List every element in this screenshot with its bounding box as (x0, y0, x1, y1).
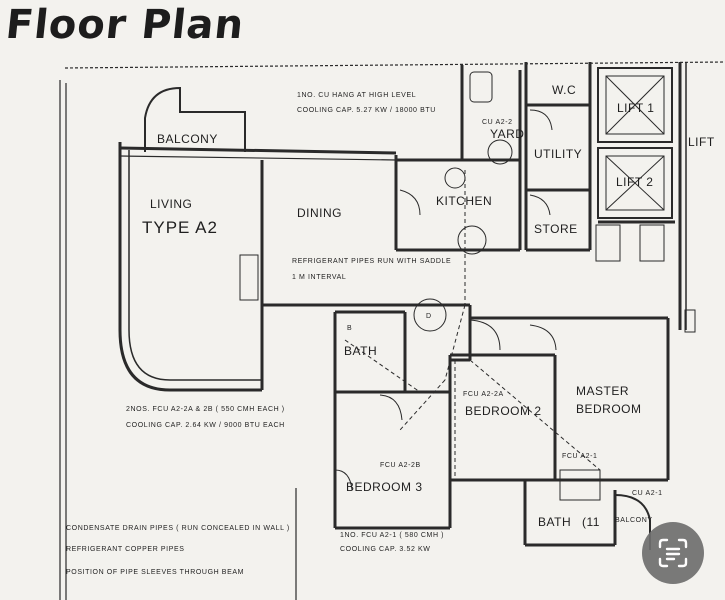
room-label-kitchen: KITCHEN (436, 194, 492, 208)
note-fcu-a2-1: FCU A2-1 (562, 453, 598, 460)
room-label-balcony: BALCONY (157, 132, 218, 146)
note-fcu-bot-line-1: 1NO. FCU A2-1 ( 580 CMH ) (340, 532, 444, 539)
note-fcu-a2-2b: FCU A2-2B (380, 462, 421, 469)
note-pipes-line-2: 1 M INTERVAL (292, 274, 346, 281)
room-label-lift-lobby: LIFT (688, 135, 715, 149)
room-label-bath-1: BATH (344, 344, 377, 358)
legend-item-refrigerant: REFRIGERANT COPPER PIPES (66, 546, 185, 553)
note-fcu-bot-line-2: COOLING CAP. 3.52 KW (340, 546, 430, 553)
room-label-lift-2: LIFT 2 (616, 175, 653, 189)
sheet-frame (59, 61, 725, 600)
note-door-mark: D (426, 313, 432, 320)
note-bath-mark: B (347, 325, 352, 332)
lift-crosses (605, 75, 665, 211)
room-label-store: STORE (534, 222, 578, 236)
room-label-utility: UTILITY (534, 147, 582, 161)
room-label-master-bedroom: BEDROOM (576, 402, 642, 416)
room-label-living: LIVING (150, 197, 192, 211)
room-label-master: MASTER (576, 384, 629, 398)
note-cu-a2-1: CU A2-1 (632, 490, 663, 497)
room-label-bedroom-3: BEDROOM 3 (346, 480, 423, 494)
fixtures (239, 71, 696, 501)
note-cu-a2-2: CU A2-2 (482, 119, 513, 126)
legend-item-sleeves: POSITION OF PIPE SLEEVES THROUGH BEAM (66, 569, 244, 576)
room-label-bedroom-2: BEDROOM 2 (465, 404, 542, 418)
note-fcu-top-line-2: COOLING CAP. 5.27 KW / 18000 BTU (297, 107, 436, 114)
room-label-lift-1: LIFT 1 (617, 101, 654, 115)
room-label-bath-2-suffix: (11 (582, 515, 600, 529)
room-label-balcony-2: BALCONY (615, 517, 653, 524)
room-label-bath-2: BATH (538, 515, 571, 529)
text-scan-button[interactable] (642, 522, 704, 584)
door-swings (334, 109, 557, 491)
note-fcu-mid-line-1: 2NOS. FCU A2-2A & 2B ( 550 CMH EACH ) (126, 406, 285, 413)
room-label-dining: DINING (297, 206, 342, 220)
text-scan-icon (658, 538, 688, 568)
room-label-wc: W.C (552, 83, 576, 97)
unit-type-label: TYPE A2 (142, 218, 218, 237)
room-label-yard: YARD (490, 127, 524, 141)
legend-item-condensate: CONDENSATE DRAIN PIPES ( RUN CONCEALED I… (66, 525, 290, 532)
walls (118, 62, 687, 550)
note-fcu-top-line-1: 1NO. CU HANG AT HIGH LEVEL (297, 92, 416, 99)
note-fcu-mid-line-2: COOLING CAP. 2.64 KW / 9000 BTU EACH (126, 422, 285, 429)
legend: CONDENSATE DRAIN PIPES ( RUN CONCEALED I… (66, 525, 290, 576)
note-fcu-a2-2a: FCU A2-2A (463, 391, 504, 398)
refrigerant-pipes (344, 170, 601, 480)
note-pipes-line-1: REFRIGERANT PIPES RUN WITH SADDLE (292, 258, 451, 265)
